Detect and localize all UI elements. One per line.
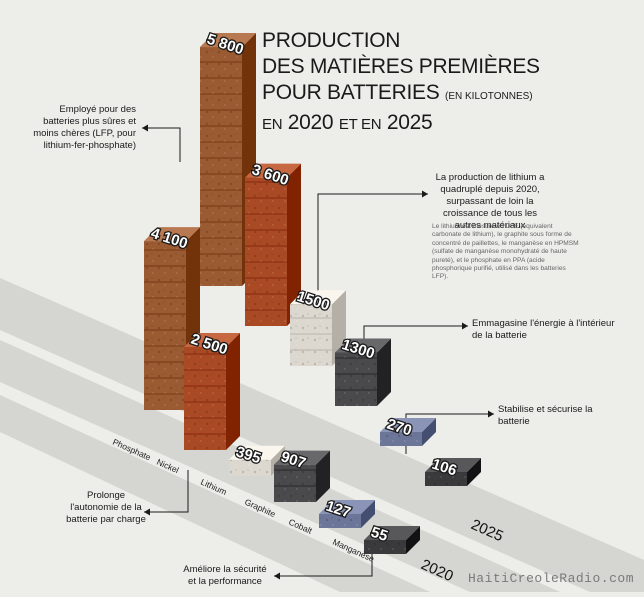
annotation-graphite: Emmagasine l'énergie à l'intérieur de la… [472,318,615,341]
bar-2025-nickel-top [245,163,301,178]
arrow-graphite [462,322,468,330]
bar-2020-cobalt-top [319,500,375,514]
bar-2025-manganese: 106 [425,454,481,486]
annotation-lithium-fine: Le lithium est mesuré en LCE (équivalent… [432,223,579,281]
bar-2025-manganese-side [467,458,481,486]
band-2020 [0,395,430,592]
bar-2025-cobalt-top [380,418,436,432]
bar-2020-graphite-texture [274,464,316,502]
title-line-4: EN 2020 ET EN 2025 [262,110,562,138]
bar-2025-nickel-side [287,163,301,326]
title-year-2025: 2025 [386,111,433,134]
bar-2025-lithium-texture [290,304,332,366]
annotation-nickel: Prolonge l'autonomie de la batterie par … [66,490,146,525]
leader-phosphate [142,127,181,162]
title-line-3-text: POUR BATTERIES [262,81,440,104]
bar-2020-cobalt-texture [319,514,361,528]
bar-2020-nickel-top [184,333,240,347]
bar-2020-nickel-side [226,333,240,450]
chart-title: PRODUCTION DES MATIÈRES PREMIÈRES POUR B… [262,28,562,138]
title-unit: (EN KILOTONNES) [445,91,533,102]
bar-2025-phosphate-top [200,33,256,48]
annotation-manganese: Améliore la sécurité et la performance [183,564,267,587]
bar-2020-manganese-texture [364,540,406,554]
bar-2020-graphite-top [274,450,330,465]
bar-2020-cobalt-side [361,500,375,528]
arrow-lithium [422,190,428,198]
bar-2025-phosphate: 5 800 [200,29,256,286]
bar-2020-manganese-value: 55 [369,524,390,545]
title-line-2: DES MATIÈRES PREMIÈRES [262,55,540,78]
leader-nickel [144,470,189,513]
bar-2025-graphite-texture [335,352,377,406]
leader-lithium [317,193,428,328]
bar-2020-nickel: 2 500 [184,329,240,450]
bar-2025-graphite-side [377,338,391,406]
bar-2025-nickel-texture [245,177,287,326]
bar-extra-phosphate-texture [144,241,186,410]
watermark: HaitiCreoleRadio.com [467,571,634,586]
annotation-cobalt: Stabilise et sécurise la batterie [498,404,593,427]
arrow-phosphate [142,124,148,132]
bar-2020-manganese: 55 [364,522,420,554]
title-et-en: ET EN [338,116,382,133]
bar-2025-manganese-top [425,458,481,472]
title-line-3: POUR BATTERIES (EN KILOTONNES) [262,80,562,110]
bar-2020-lithium-top [229,445,285,460]
bar-2025-cobalt-side [422,418,436,446]
title-line-1: PRODUCTION [262,29,401,52]
bar-2020-graphite: 907 [274,447,330,502]
bar-2025-lithium-top [290,290,346,305]
bar-2025-phosphate-texture [200,47,242,286]
arrow-manganese [274,572,280,580]
bar-2020-manganese-side [406,526,420,554]
bar-2025-cobalt: 270 [380,414,436,446]
bar-extra-phosphate-top [144,227,200,242]
arrow-nickel [144,508,150,516]
bar-2020-cobalt: 127 [319,496,375,528]
bar-2020-nickel-texture [184,347,226,450]
title-en: EN [262,116,283,133]
bar-2025-manganese-texture [425,472,467,486]
bar-2025-cobalt-texture [380,432,422,446]
annotation-lithium: La production de lithium a quadruplé dep… [435,172,545,231]
annotation-phosphate: Employé pour des batteries plus sûres et… [33,104,136,151]
bar-2020-manganese-top [364,526,420,540]
bar-2025-graphite-top [335,338,391,353]
title-year-2020: 2020 [287,111,334,134]
bar-2025-graphite: 1300 [335,335,391,406]
arrow-cobalt [488,410,494,418]
bar-2020-lithium-texture [229,459,271,476]
bar-2020-graphite-value: 907 [279,448,308,472]
bar-2020-graphite-side [316,450,330,502]
bar-2025-nickel: 3 600 [245,160,301,326]
